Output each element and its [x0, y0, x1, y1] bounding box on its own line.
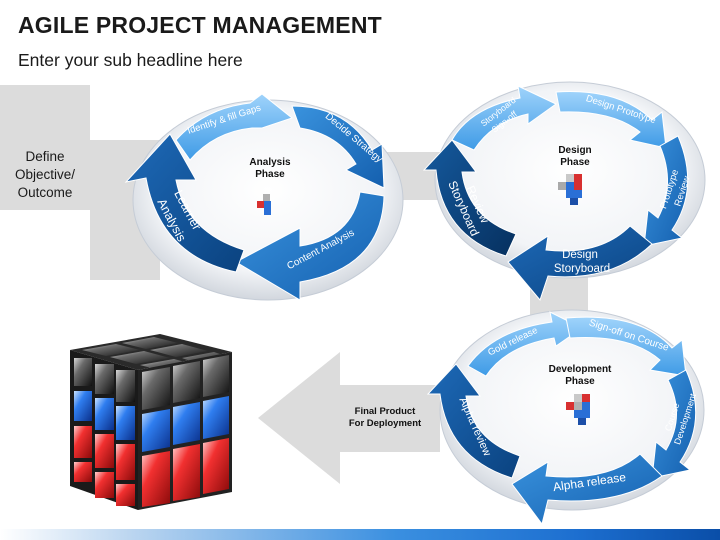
development-title-line-2: Phase [565, 376, 595, 387]
design-title-line-1: Design [558, 145, 592, 156]
design-cubes-icon [558, 174, 582, 205]
identify-gaps-arrow [175, 93, 294, 161]
alpha-release-arrow [511, 453, 663, 526]
development-phase-title: Development Phase [540, 364, 620, 388]
design-title-line-2: Phase [560, 157, 590, 168]
analysis-title-line-2: Phase [255, 169, 285, 180]
alpha-review-arrow [426, 363, 521, 479]
define-objective-label: Define Objective/ Outcome [0, 148, 90, 202]
design-arrow-bottom-label-2: Storyboard [554, 263, 610, 275]
final-line-1: Final Product [354, 406, 416, 417]
footer-gradient-bar [0, 529, 720, 540]
design-phase-title: Design Phase [545, 145, 605, 169]
define-line-1: Define [25, 149, 65, 164]
storyboard-signoff-arrow [451, 85, 557, 151]
define-line-2: Objective/ [14, 167, 76, 182]
analysis-cube-icon [257, 194, 271, 215]
design-arrow-bottom-label-1: Design [562, 249, 598, 261]
analysis-title-line-1: Analysis [249, 157, 291, 168]
development-phase-cycle: Gold release Sign-off on Course Course D… [426, 309, 705, 526]
development-title-line-1: Development [548, 364, 612, 375]
content-analysis-arrow [234, 191, 385, 301]
flow-band [0, 85, 588, 484]
decide-strategy-arrow [291, 105, 385, 189]
design-phase-cycle: Storyboard Sign-off Design Prototype Pro… [422, 81, 706, 302]
learner-analysis-arrow [124, 133, 245, 273]
course-development-arrow [651, 369, 697, 479]
rubiks-cube-illustration [70, 334, 232, 510]
final-line-2: For Deployment [348, 418, 422, 429]
define-line-3: Outcome [17, 185, 73, 200]
slide-title: AGILE PROJECT MANAGEMENT [18, 12, 382, 38]
final-product-arrow [258, 352, 440, 484]
slide-subtitle: Enter your sub headline here [18, 50, 243, 70]
design-storyboard-arrow [507, 225, 653, 302]
analysis-phase-cycle: Identify & fill Gaps Decide Strategy Con… [124, 93, 404, 301]
review-storyboard-arrow [422, 139, 517, 257]
analysis-phase-title: Analysis Phase [240, 157, 300, 181]
development-cubes-icon [566, 394, 590, 425]
prototype-review-arrow [643, 135, 689, 247]
left-entry-block [0, 85, 160, 280]
final-product-label: Final Product For Deployment [330, 406, 440, 430]
